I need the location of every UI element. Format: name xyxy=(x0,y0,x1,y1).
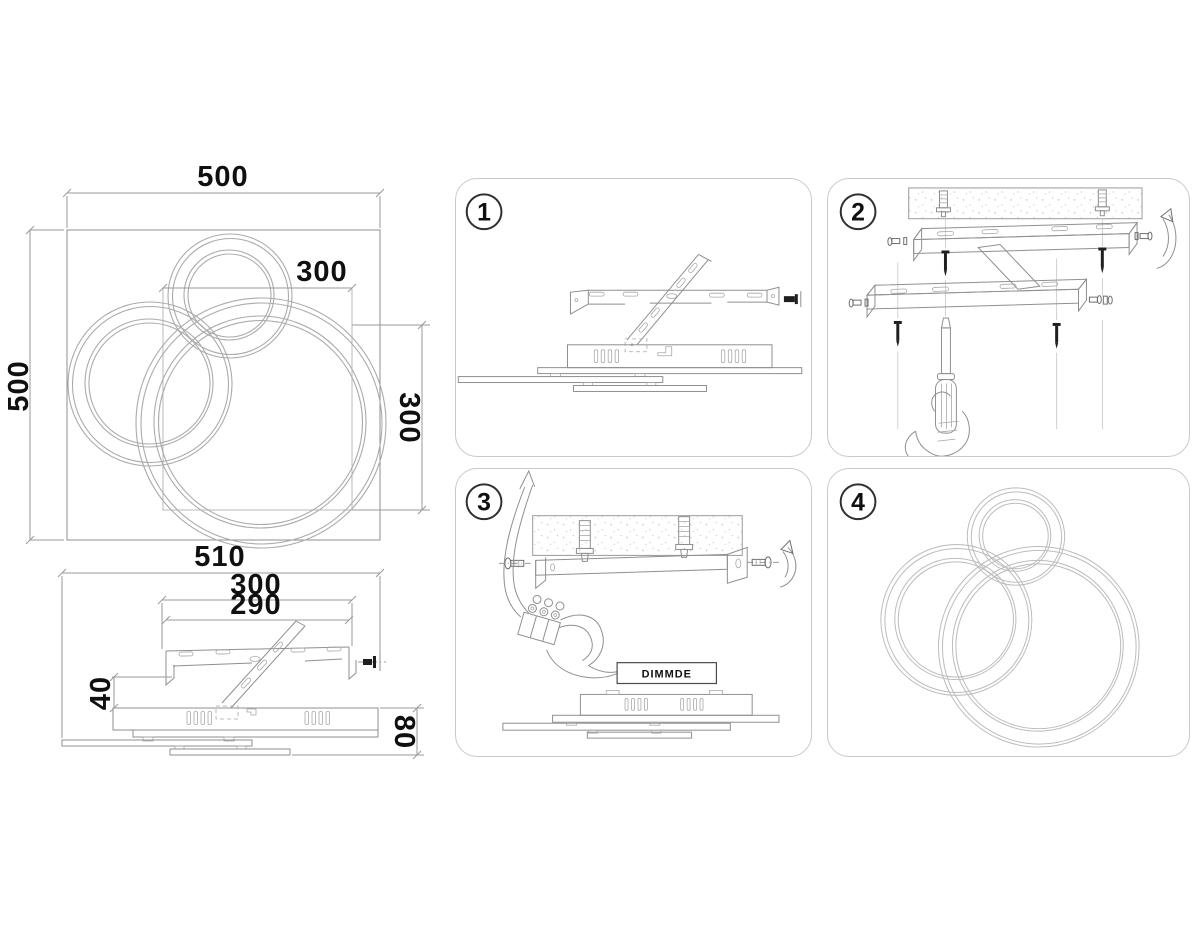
keyhole-slot xyxy=(246,708,257,716)
step-panel-2: 2 xyxy=(827,178,1190,457)
side-view-diagram: 510 300 290 xyxy=(57,541,424,760)
fixture-base-side xyxy=(112,705,379,731)
mounting-screw xyxy=(893,320,902,347)
rotation-arrow xyxy=(779,539,797,588)
wall-anchor xyxy=(936,190,951,218)
step-number: 2 xyxy=(851,200,865,227)
ring-plates xyxy=(502,714,780,739)
wall-anchor xyxy=(1094,189,1110,217)
ring-plates xyxy=(457,367,803,392)
ring-plates-side xyxy=(61,729,379,756)
step-panel-4: 4 xyxy=(827,468,1190,757)
ceiling-bracket xyxy=(535,546,748,590)
dimension-bracket-height: 40 xyxy=(85,672,172,713)
alignment-guides xyxy=(897,218,1103,430)
step-panel-3: 3 xyxy=(455,468,812,757)
step-panel-1: 1 xyxy=(455,178,812,457)
step-badge: 2 xyxy=(839,193,877,231)
wall-anchor xyxy=(575,520,594,562)
step-badge: 1 xyxy=(465,193,503,231)
mounting-screw xyxy=(941,250,950,277)
cross-bar-side xyxy=(221,620,306,709)
hand xyxy=(904,391,970,456)
side-screw xyxy=(887,237,908,247)
dimmer-box: DIMMDE xyxy=(616,662,718,685)
dimension-drawings: 500 500 300 xyxy=(3,161,430,760)
led-ring-left xyxy=(880,543,1033,696)
mounting-bracket-side xyxy=(165,646,357,687)
bracket-pocket xyxy=(215,705,239,720)
step-number: 1 xyxy=(477,200,491,227)
dim-label-bracket-height: 40 xyxy=(85,676,117,710)
side-screw xyxy=(358,653,386,671)
terminal-block xyxy=(517,594,565,646)
step-1-illustration: 1 xyxy=(457,193,803,392)
wall-anchor xyxy=(675,516,694,558)
led-ring-small xyxy=(167,233,293,359)
mounting-screw xyxy=(1098,247,1107,274)
ceiling-strip xyxy=(908,187,1143,220)
dimmer-wires xyxy=(546,614,618,679)
dimension-left-height: 500 xyxy=(3,225,64,545)
dim-label-inner-height: 300 xyxy=(393,392,425,443)
dimension-bracket-width: 300 xyxy=(157,569,357,649)
led-ring-small xyxy=(966,487,1066,586)
side-screw xyxy=(1134,231,1153,241)
upper-bracket xyxy=(912,221,1139,262)
side-screw xyxy=(1088,295,1113,305)
bracket-connector xyxy=(977,244,1041,290)
step-4-illustration: 4 xyxy=(839,483,1140,748)
dim-label-height: 500 xyxy=(3,360,35,411)
lower-bracket xyxy=(865,277,1088,319)
side-screw xyxy=(747,556,781,569)
dim-label-overall-width: 510 xyxy=(194,541,245,573)
step-number: 4 xyxy=(851,490,865,517)
dim-label-hole-spacing: 290 xyxy=(230,589,281,621)
inner-reference-rect xyxy=(162,287,353,511)
step-badge: 3 xyxy=(465,483,503,521)
step-badge: 4 xyxy=(839,483,877,521)
screwdriver xyxy=(935,317,957,434)
led-ring-large xyxy=(135,297,387,549)
led-ring-left xyxy=(67,301,233,467)
mounting-bracket xyxy=(569,286,780,315)
dimension-fixture-height: 80 xyxy=(292,703,424,760)
dimension-top-width: 500 xyxy=(62,161,385,228)
dimension-overall-width: 510 xyxy=(57,541,385,738)
dim-label-bracket-width: 300 xyxy=(230,569,281,601)
installed-fixture-rings xyxy=(880,487,1140,748)
light-fixture-base xyxy=(579,690,753,716)
dimension-inner-height: 300 xyxy=(352,320,430,515)
step-number: 3 xyxy=(477,490,491,517)
top-view-diagram: 500 500 300 xyxy=(3,161,430,549)
dimension-hole-spacing: 290 xyxy=(161,589,354,625)
led-ring-large xyxy=(937,545,1140,748)
step-2-illustration: 2 xyxy=(839,187,1177,456)
dim-label-inner-width: 300 xyxy=(296,256,347,288)
mounting-screw xyxy=(1052,322,1061,349)
side-screw xyxy=(848,298,869,308)
dim-label-width: 500 xyxy=(197,161,248,193)
rotation-arrow xyxy=(1156,207,1177,269)
dimension-inner-width: 300 xyxy=(158,256,357,293)
dim-label-fixture-height: 80 xyxy=(388,715,420,749)
attachment-screw xyxy=(783,291,802,308)
step-3-illustration: 3 xyxy=(465,469,797,739)
ceiling-strip xyxy=(532,515,743,562)
light-fixture-base xyxy=(566,344,773,369)
supply-wires xyxy=(503,469,536,618)
keyhole-slot xyxy=(657,346,673,357)
dimmer-label: DIMMDE xyxy=(642,669,692,681)
